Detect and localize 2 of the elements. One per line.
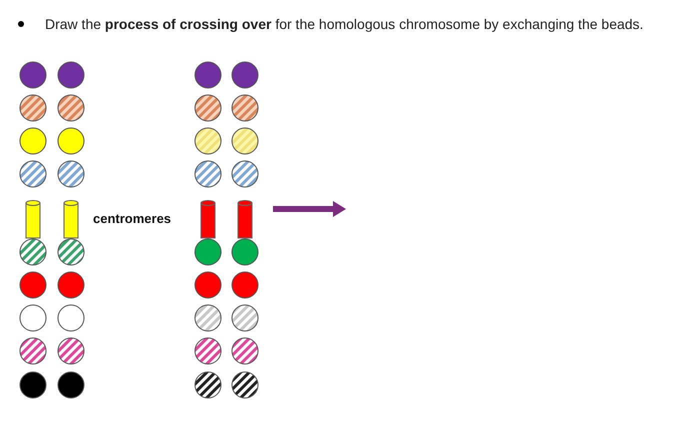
instruction-text: Draw the process of crossing over for the homologous chromosome by exchanging the beads. [45,16,644,32]
centromere-label: centromeres [93,211,172,226]
